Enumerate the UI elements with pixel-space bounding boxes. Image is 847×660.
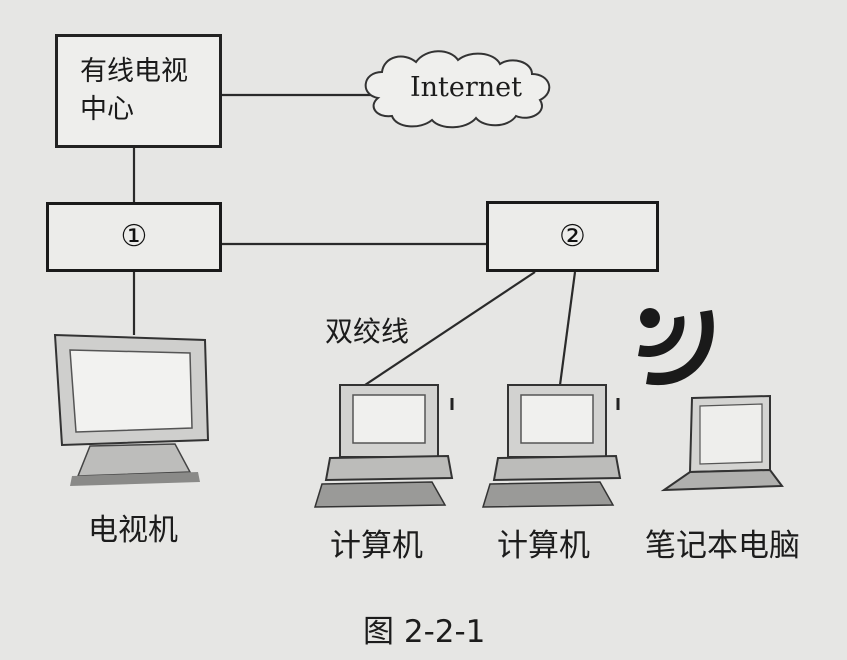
computer-2-label: 计算机 [497, 528, 590, 564]
laptop-icon [660, 394, 784, 492]
computer-1-label: 计算机 [330, 528, 423, 564]
cable-tv-center-label-line2: 中心 [80, 94, 134, 125]
internet-cloud-icon [364, 50, 551, 129]
figure-caption: 图 2-2-1 [363, 614, 486, 650]
cable-tv-center-box: 有线电视 中心 [55, 34, 222, 148]
computer-2-icon [481, 384, 622, 508]
device-2-label: ② [559, 219, 586, 254]
link-device2-computer2 [558, 271, 577, 386]
link-device2-computer1 [364, 271, 536, 386]
twisted-pair-label: 双绞线 [325, 315, 410, 348]
cable-tv-center-label-line1: 有线电视 [80, 56, 188, 87]
tv-label: 电视机 [88, 513, 178, 548]
computer-1-icon [313, 384, 454, 508]
device-1-label: ① [120, 219, 148, 254]
tv-icon [53, 333, 210, 486]
laptop-label: 笔记本电脑 [645, 528, 800, 564]
device-2-box: ② [486, 201, 659, 272]
wireless-signal-icon [638, 308, 714, 386]
internet-label: Internet [410, 72, 523, 103]
device-1-box: ① [46, 202, 222, 272]
